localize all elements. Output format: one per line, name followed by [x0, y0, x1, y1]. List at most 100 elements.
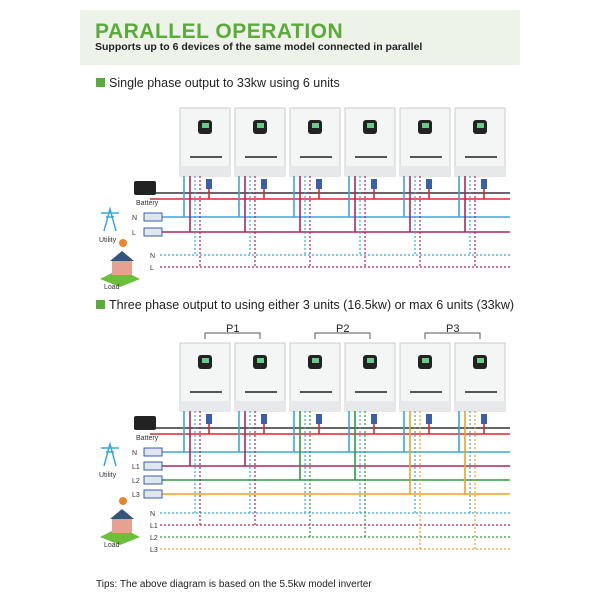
inverter-screen	[257, 358, 264, 363]
utility-label: Utility	[99, 237, 117, 244]
inverter-screen	[422, 123, 429, 128]
house-icon	[112, 519, 132, 533]
dc-breaker-icon	[426, 179, 432, 189]
sun-icon	[119, 239, 127, 247]
inverter-unit	[289, 107, 341, 177]
lawn-icon	[100, 269, 140, 287]
inverter-unit	[344, 342, 396, 412]
lawn-icon	[100, 527, 140, 545]
solar-roof-icon	[110, 251, 134, 261]
dc-breaker-icon	[261, 414, 267, 424]
section-label: Three phase output to using either 3 uni…	[109, 298, 515, 312]
inverter-stripe	[245, 391, 277, 393]
battery-icon	[134, 416, 156, 430]
load-line-label: L2	[150, 535, 158, 542]
battery-icon	[134, 181, 156, 195]
dc-breaker-icon	[371, 414, 377, 424]
breaker-icon	[143, 489, 163, 499]
bullet-icon	[96, 300, 105, 309]
page-title: PARALLEL OPERATION	[95, 20, 344, 43]
inverter-base	[455, 166, 505, 176]
dc-breaker-icon	[426, 414, 432, 424]
inverter-base	[345, 166, 395, 176]
inverter-screen	[477, 358, 484, 363]
group-label-P3: P3	[446, 323, 459, 335]
inverter-base	[180, 166, 230, 176]
load-line-label: L	[150, 265, 154, 272]
load-line-label: N	[150, 253, 155, 260]
section-three-phase: Three phase output to using either 3 uni…	[96, 298, 514, 312]
grid-line-label: L3	[132, 492, 140, 499]
dc-breaker-icon	[261, 179, 267, 189]
dc-breaker-icon	[316, 414, 322, 424]
section-single-phase: Single phase output to 33kw using 6 unit…	[96, 76, 340, 90]
inverter-unit	[179, 107, 231, 177]
inverter-base	[235, 166, 285, 176]
inverter-screen	[477, 123, 484, 128]
load-line-label: L3	[150, 547, 158, 554]
inverter-stripe	[465, 156, 497, 158]
inverter-stripe	[190, 156, 222, 158]
house-icon	[112, 261, 132, 275]
grid-line-label: L2	[132, 478, 140, 485]
solar-roof-icon	[110, 509, 134, 519]
inverter-screen	[202, 123, 209, 128]
inverter-unit	[399, 342, 451, 412]
utility-tower-icon	[101, 206, 119, 232]
grid-line-label: N	[132, 215, 137, 222]
inverter-stripe	[410, 156, 442, 158]
inverter-unit	[454, 107, 506, 177]
header-band	[80, 10, 520, 65]
dc-breaker-icon	[481, 179, 487, 189]
section-label: Single phase output to 33kw using 6 unit…	[109, 76, 340, 90]
battery-label: Battery	[136, 200, 159, 207]
group-label-P2: P2	[336, 323, 349, 335]
breaker-icon	[143, 227, 163, 237]
utility-tower-icon	[101, 441, 119, 467]
dc-breaker-icon	[206, 179, 212, 189]
inverter-base	[180, 401, 230, 411]
dc-breaker-icon	[481, 414, 487, 424]
group-bracket	[204, 332, 261, 339]
inverter-stripe	[465, 391, 497, 393]
tips-note: Tips: The above diagram is based on the …	[96, 579, 372, 590]
inverter-screen	[312, 123, 319, 128]
inverter-screen	[367, 123, 374, 128]
inverter-screen	[202, 358, 209, 363]
utility-label: Utility	[99, 472, 117, 479]
load-line-label: N	[150, 511, 155, 518]
inverter-base	[400, 166, 450, 176]
breaker-icon	[143, 475, 163, 485]
inverter-unit	[289, 342, 341, 412]
bullet-icon	[96, 78, 105, 87]
page-subtitle: Supports up to 6 devices of the same mod…	[95, 41, 423, 53]
inverter-unit	[454, 342, 506, 412]
group-label-P1: P1	[226, 323, 239, 335]
inverter-stripe	[355, 391, 387, 393]
inverter-screen	[367, 358, 374, 363]
dc-breaker-icon	[316, 179, 322, 189]
inverter-screen	[312, 358, 319, 363]
inverter-stripe	[190, 391, 222, 393]
inverter-stripe	[300, 391, 332, 393]
inverter-base	[235, 401, 285, 411]
load-label: Load	[104, 284, 120, 291]
inverter-screen	[422, 358, 429, 363]
grid-line-label: N	[132, 450, 137, 457]
inverter-base	[400, 401, 450, 411]
inverter-unit	[399, 107, 451, 177]
load-label: Load	[104, 542, 120, 549]
dc-breaker-icon	[371, 179, 377, 189]
inverter-unit	[179, 342, 231, 412]
inverter-stripe	[355, 156, 387, 158]
sun-icon	[119, 497, 127, 505]
dc-breaker-icon	[206, 414, 212, 424]
inverter-base	[290, 401, 340, 411]
breaker-icon	[143, 461, 163, 471]
inverter-stripe	[245, 156, 277, 158]
inverter-stripe	[410, 391, 442, 393]
inverter-unit	[234, 342, 286, 412]
load-line-label: L1	[150, 523, 158, 530]
inverter-base	[290, 166, 340, 176]
